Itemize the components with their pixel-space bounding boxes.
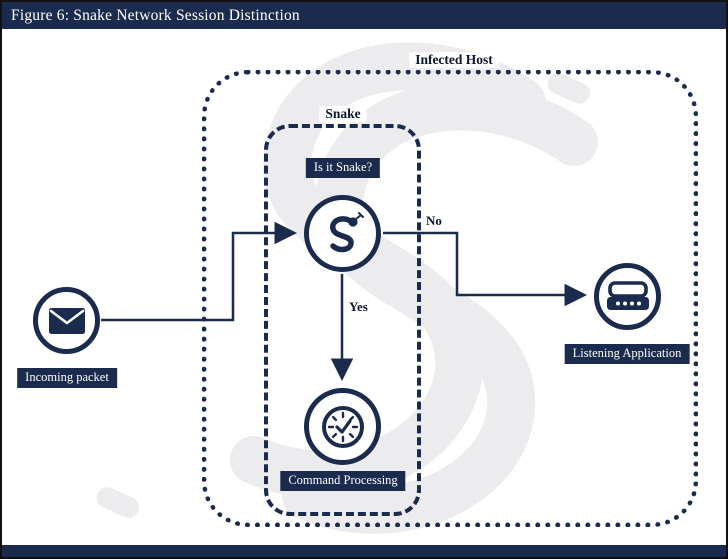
snake-icon	[329, 211, 364, 252]
arrow-incoming-to-snake	[101, 221, 297, 322]
infected-host-boundary	[202, 70, 698, 527]
edge-label-no: No	[426, 213, 442, 228]
command-processing-badge: Command Processing	[280, 471, 406, 491]
command-processing-node	[304, 388, 381, 465]
figure-title-bar: Figure 6: Snake Network Session Distinct…	[2, 2, 726, 29]
snake-check-node	[304, 195, 381, 272]
incoming-packet-badge: Incoming packet	[17, 368, 117, 388]
listening-application-node	[594, 263, 661, 330]
listening-application-badge: Listening Application	[564, 344, 690, 364]
arrow-no-to-listening	[383, 231, 587, 307]
envelope-icon	[48, 307, 85, 334]
snake-boundary	[264, 124, 421, 516]
incoming-packet-node	[33, 287, 100, 354]
is-it-snake-badge: Is it Snake?	[305, 158, 381, 178]
snake-label: Snake	[319, 106, 367, 122]
server-icon	[606, 280, 649, 310]
gauge-icon	[321, 405, 364, 448]
figure-title: Figure 6: Snake Network Session Distinct…	[11, 6, 300, 24]
edge-label-yes: Yes	[349, 299, 368, 314]
figure-bottom-bar	[2, 545, 726, 557]
infected-host-label: Infected Host	[409, 52, 499, 68]
